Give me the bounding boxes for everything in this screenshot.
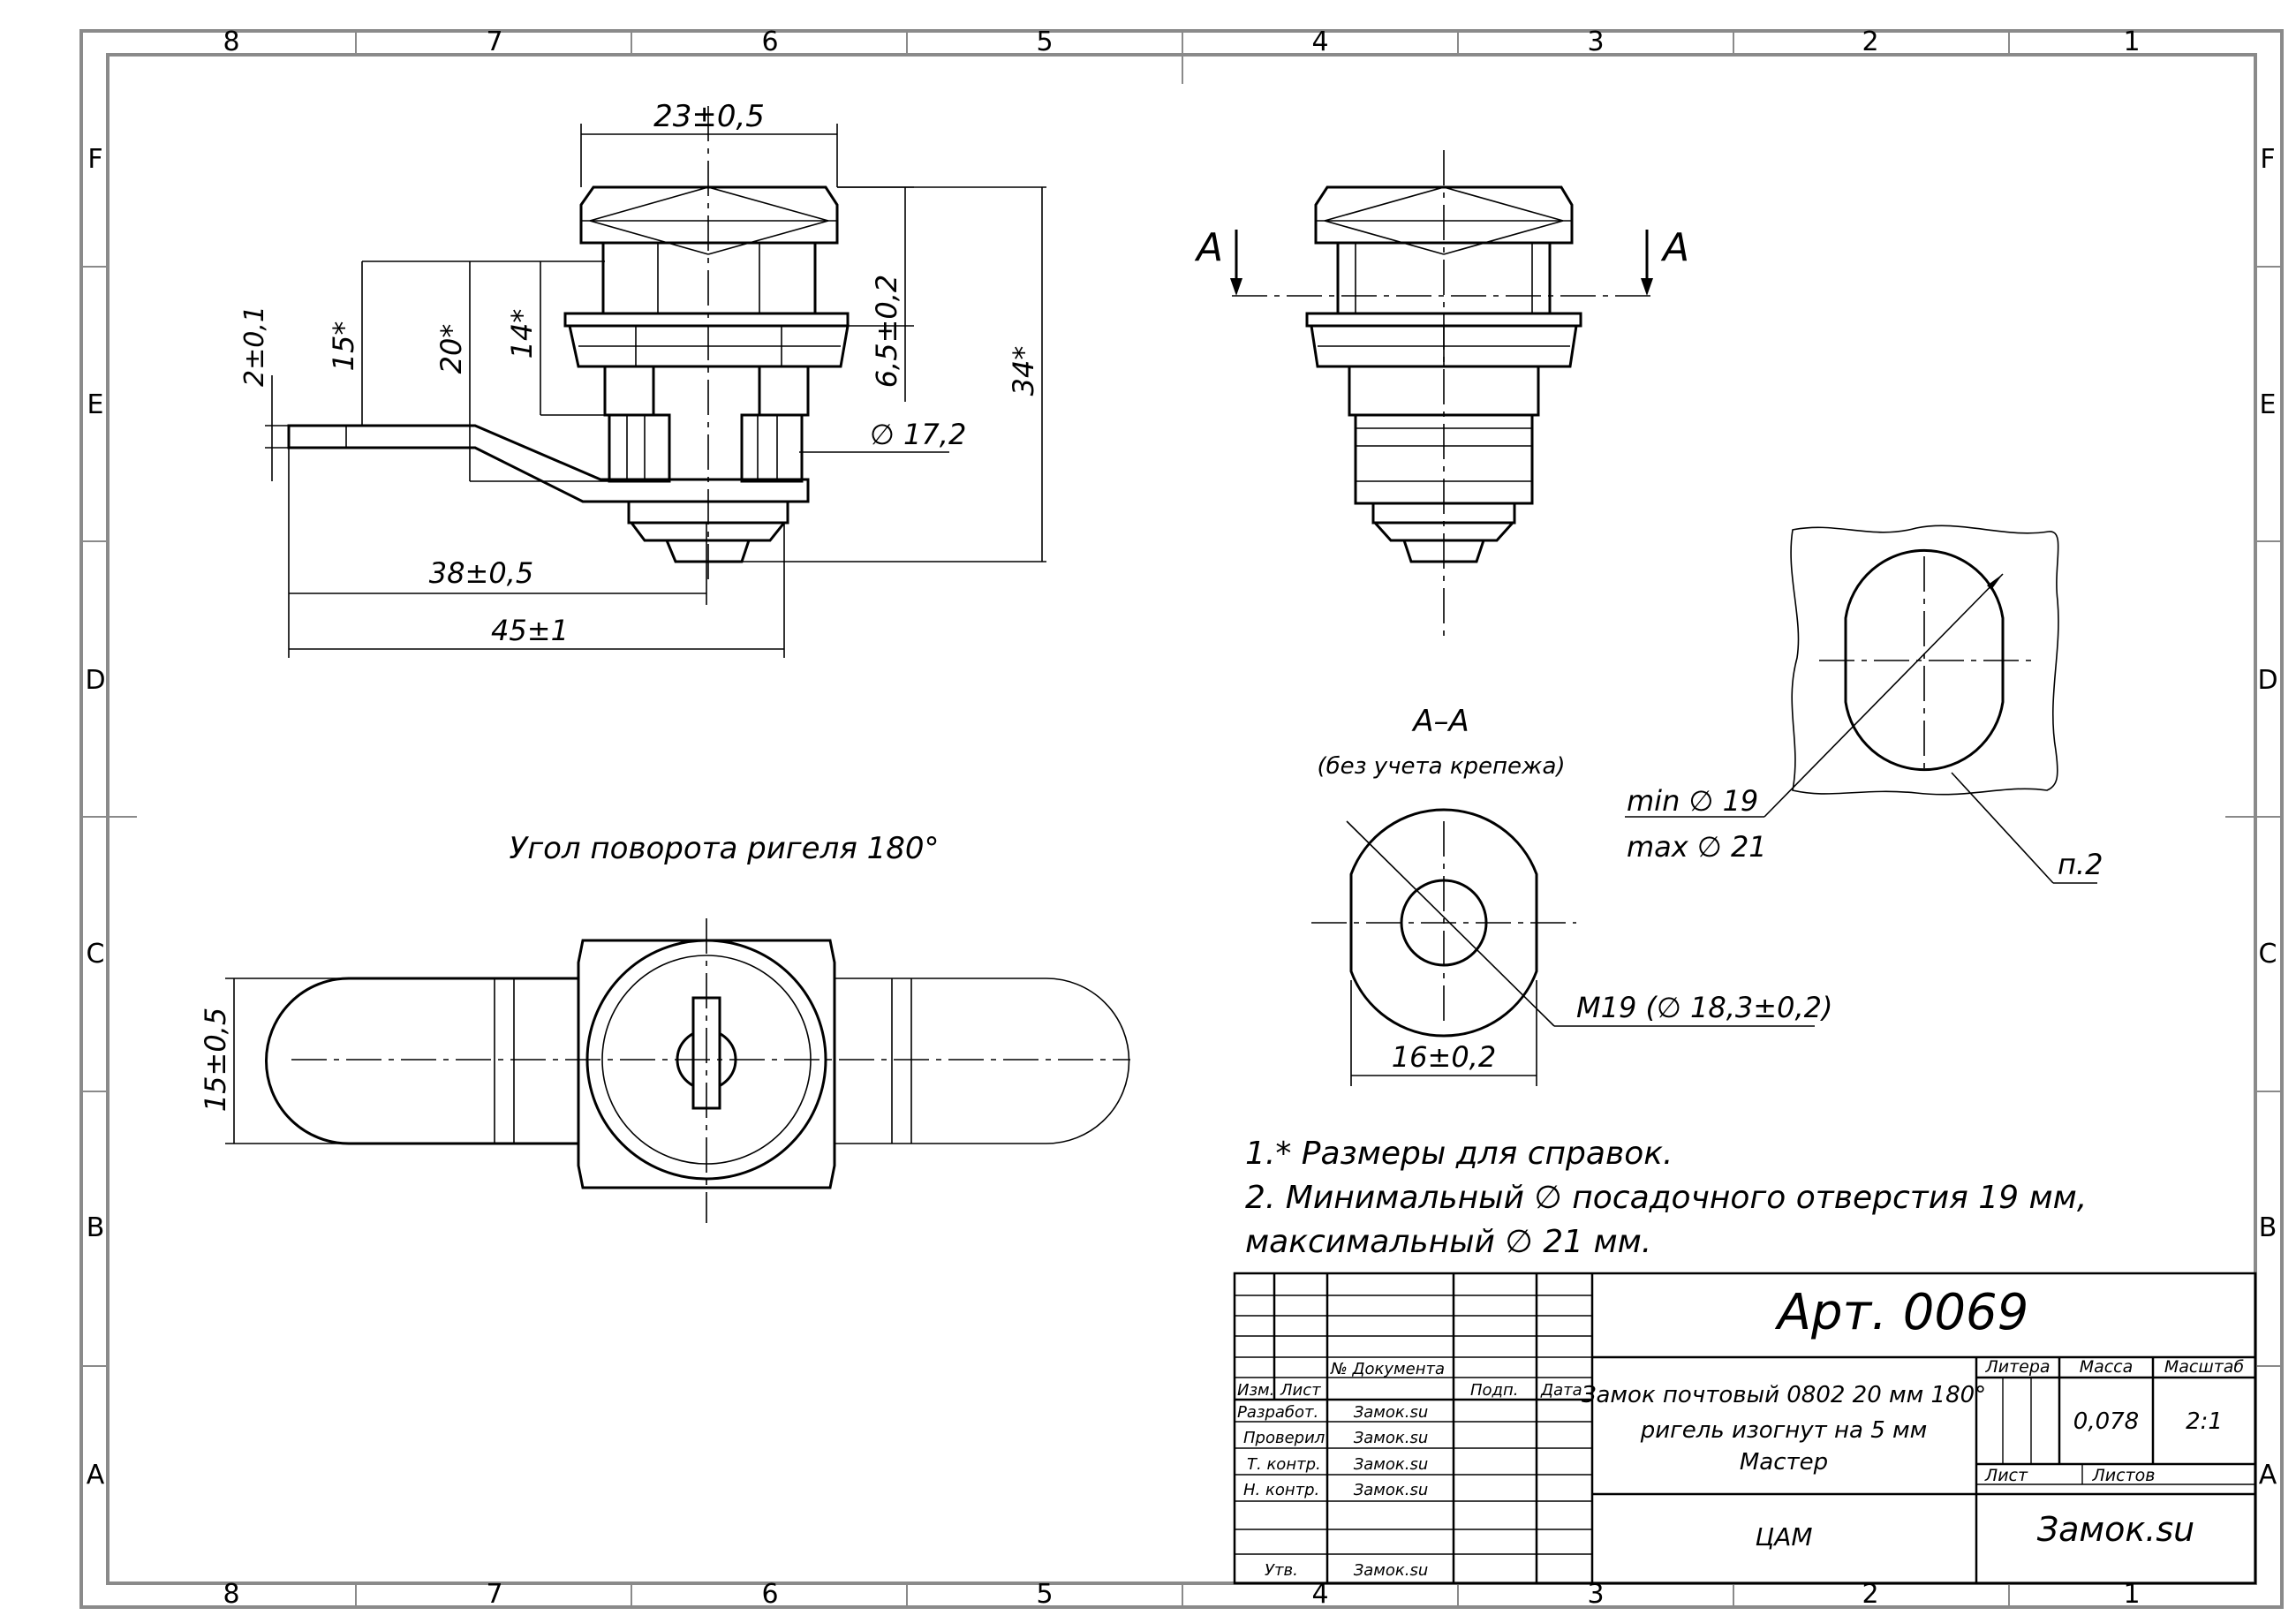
col-label: 8 [223,1579,239,1610]
col-label: 6 [761,1579,778,1610]
section-mark-left: A [1194,225,1223,270]
row-label: B [87,1212,105,1243]
col-izm: Изм. [1237,1381,1274,1400]
front-view: A A [1194,150,1689,636]
litera-label: Литера [1984,1357,2050,1377]
mass-value: 0,078 [2073,1408,2139,1435]
sheet-label: Лист [1984,1466,2028,1485]
name-checked: Замок.su [1354,1429,1429,1447]
company-name: Замок.su [2037,1510,2194,1549]
section-subtitle: (без учета крепежа) [1317,753,1565,780]
row-label: C [87,939,105,970]
thread-dim: М19 (∅ 18,3±0,2) [1576,991,1832,1024]
col-label: 7 [486,1579,502,1610]
name-developed: Замок.su [1354,1403,1429,1422]
dim-6-5: 6,5±0,2 [870,275,903,389]
notes: 1.* Размеры для справок. 2. Минимальный … [1245,1136,2087,1260]
col-label: 1 [2123,1579,2140,1610]
note-3: максимальный ∅ 21 мм. [1245,1224,1651,1260]
col-label: 7 [486,26,502,57]
dim-2: 2±0,1 [239,306,270,387]
name-t-control: Замок.su [1354,1455,1429,1474]
role-approved: Утв. [1265,1561,1298,1580]
side-view [287,106,850,583]
sheets-label: Листов [2092,1466,2156,1485]
dim-45: 45±1 [491,614,569,647]
hole-detail: min ∅ 19 max ∅ 21 п.2 [1625,525,2103,884]
section-width-dim: 16±0,2 [1392,1040,1496,1074]
row-label: D [85,665,105,696]
dim-38: 38±0,5 [429,556,533,590]
description-line-1: Замок почтовый 0802 20 мм 180° [1582,1382,1986,1408]
row-label: F [87,144,102,175]
section-view: А–А (без учета крепежа) М19 (∅ 18,3±0,2)… [1311,704,1832,1086]
role-t-control: Т. контр. [1247,1455,1321,1474]
dim-14: 14* [505,309,539,359]
row-label: E [87,389,104,420]
col-label: 3 [1587,1579,1604,1610]
row-label: B [2259,1212,2277,1243]
col-label: 5 [1036,26,1053,57]
note-2: 2. Минимальный ∅ посадочного отверстия 1… [1245,1180,2087,1216]
scale-label: Масштаб [2164,1357,2245,1377]
row-label: D [2257,665,2277,696]
col-label: 2 [1862,1579,1878,1610]
dim-width: 23±0,5 [653,99,765,134]
rotation-note: Угол поворота ригеля 180° [510,831,940,866]
hole-max: max ∅ 21 [1627,830,1767,864]
col-label: 6 [761,26,778,57]
article-title: Арт. 0069 [1775,1284,2029,1341]
col-label: 5 [1036,1579,1053,1610]
mass-label: Масса [2080,1357,2134,1377]
row-label: F [2260,144,2275,175]
row-label: A [2259,1460,2277,1491]
col-label: 4 [1311,26,1328,57]
col-label: 1 [2123,26,2140,57]
hole-min: min ∅ 19 [1627,784,1758,818]
scale-value: 2:1 [2186,1408,2223,1435]
row-label: A [87,1460,105,1491]
row-label: C [2259,939,2277,970]
dim-34: 34* [1007,346,1040,396]
col-date: Дата [1540,1381,1582,1400]
dim-15: 15* [327,321,360,372]
side-view-dimensions: 23±0,5 15* 20* 14* 2±0,1 6,5±0,2 34* ∅ 1… [239,99,1046,658]
description-line-2: ригель изогнут на 5 мм [1640,1417,1928,1444]
col-doc: № Документа [1330,1360,1445,1378]
row-label: E [2260,389,2277,420]
dim-dia: ∅ 17,2 [870,418,966,451]
name-approved: Замок.su [1354,1561,1429,1580]
section-mark-right: A [1660,225,1689,270]
dim-20: 20* [434,324,468,374]
role-checked: Проверил [1243,1429,1325,1447]
section-title: А–А [1411,704,1469,739]
material: ЦАМ [1755,1522,1812,1551]
sheet-frame: 8 7 6 5 4 3 2 1 8 7 6 5 4 3 2 1 F E D C … [79,26,2284,1610]
role-n-control: Н. контр. [1243,1481,1319,1499]
description-line-3: Мастер [1740,1449,1828,1476]
col-list: Лист [1280,1381,1321,1400]
name-n-control: Замок.su [1354,1481,1429,1499]
title-block: Арт. 0069 Замок почтовый 0802 20 мм 180°… [1233,1272,2257,1585]
col-label: 4 [1311,1579,1328,1610]
col-label: 8 [223,26,239,57]
top-dim-15: 15±0,5 [199,1008,232,1112]
role-developed: Разработ. [1237,1403,1318,1422]
col-sign: Подп. [1470,1381,1518,1400]
note-ref: п.2 [2058,848,2103,881]
col-label: 2 [1862,26,1878,57]
note-1: 1.* Размеры для справок. [1245,1136,1673,1172]
col-label: 3 [1587,26,1604,57]
top-view: Угол поворота ригеля 180° 15±0,5 [199,831,1130,1223]
